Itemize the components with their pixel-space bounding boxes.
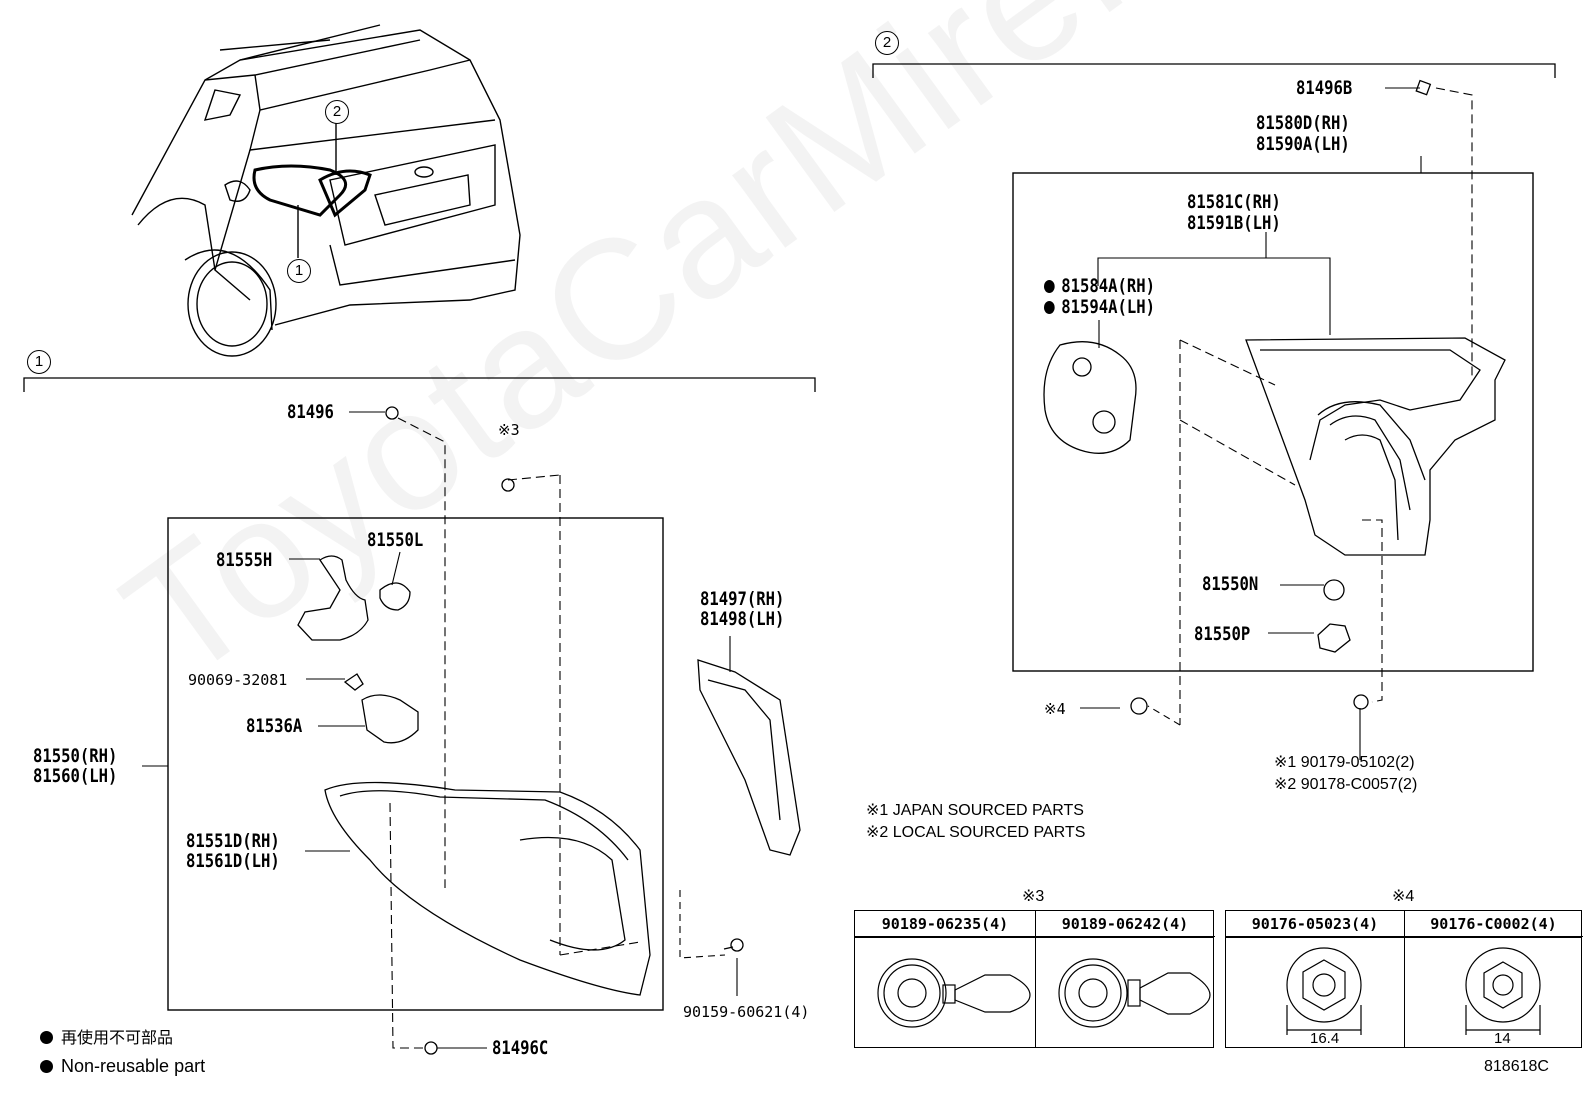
part-81496b: 81496B (1296, 77, 1353, 99)
part-81551d-rh: 81551D(RH) (186, 830, 280, 852)
legend-dot-icon (40, 1031, 53, 1044)
table4-title: ※4 (1392, 888, 1415, 905)
parts-2 (1043, 79, 1506, 715)
callout-2: 2 (875, 31, 899, 55)
legend-japanese-text: 再使用不可部品 (61, 1030, 174, 1047)
non-reusable-dot (1044, 301, 1055, 314)
leader-lines-2 (1080, 87, 1473, 760)
table3-title: ※3 (1022, 888, 1045, 905)
dimension-16-4: 16.4 (1310, 1030, 1340, 1047)
mark-3: ※3 (498, 421, 520, 439)
table3-col2-header: 90189-06242(4) (1035, 911, 1215, 937)
leader-lines-1 (142, 411, 738, 1049)
callout-1-car: 1 (287, 259, 311, 283)
legend-english-text: Non-reusable part (61, 1056, 206, 1076)
part-81584a-rh: 81584A(RH) (1044, 276, 1155, 297)
mark-4: ※4 (1044, 700, 1066, 718)
part-81594a-lh-text: 81594A(LH) (1061, 296, 1156, 318)
fastener-drawings-3 (877, 958, 1211, 1028)
table4-col1-header: 90176-05023(4) (1226, 911, 1404, 937)
part-81550n: 81550N (1202, 573, 1259, 595)
part-90069-32081: 90069-32081 (188, 671, 288, 689)
table-3: 90189-06235(4) 90189-06242(4) (854, 910, 1215, 1048)
table-4: 90176-05023(4) 90176-C0002(4) (1225, 910, 1583, 1048)
part-90159-60621: 90159-60621(4) (683, 1003, 810, 1021)
non-reusable-dot (1044, 280, 1055, 293)
part-81584a-rh-text: 81584A(RH) (1061, 275, 1156, 297)
legend-english: Non-reusable part (40, 1055, 205, 1077)
dimension-14: 14 (1494, 1030, 1511, 1047)
part-81496: 81496 (287, 401, 334, 423)
part-81560-lh: 81560(LH) (33, 765, 118, 787)
table4-col2-header: 90176-C0002(4) (1404, 911, 1583, 937)
callout-2-car: 2 (325, 100, 349, 124)
legend-japanese: 再使用不可部品 (40, 1028, 173, 1050)
table3-divider (1035, 911, 1036, 1047)
group1-bracket (23, 377, 816, 392)
note-japan-sourced: ※1 JAPAN SOURCED PARTS (866, 802, 1084, 819)
part-81580d-rh: 81580D(RH) (1256, 112, 1350, 134)
table3-col1-header: 90189-06235(4) (855, 911, 1035, 937)
part-81590a-lh: 81590A(LH) (1256, 133, 1350, 155)
table4-divider (1404, 911, 1405, 1047)
part-81536a: 81536A (246, 715, 303, 737)
part-81561d-lh: 81561D(LH) (186, 850, 280, 872)
part-90178-c0057: ※2 90178-C0057(2) (1274, 776, 1418, 793)
callout-1: 1 (27, 350, 51, 374)
part-81498-lh: 81498(LH) (700, 608, 785, 630)
fastener-drawings-4 (1286, 947, 1541, 1035)
table3-header-rule (855, 937, 1213, 938)
part-81594a-lh: 81594A(LH) (1044, 297, 1155, 318)
part-90179-05102: ※1 90179-05102(2) (1274, 754, 1415, 771)
part-81591b-lh: 81591B(LH) (1187, 212, 1281, 234)
part-81496c: 81496C (492, 1037, 549, 1059)
rear-lamp-box (1012, 172, 1534, 672)
legend-dot-icon (40, 1060, 53, 1073)
table4-header-rule (1226, 937, 1581, 938)
part-81550-rh: 81550(RH) (33, 745, 118, 767)
parts-1 (297, 406, 801, 1055)
part-81550p: 81550P (1194, 623, 1251, 645)
group2-bracket (872, 63, 1556, 78)
lamp-assy-box (167, 517, 664, 1011)
note-local-sourced: ※2 LOCAL SOURCED PARTS (866, 824, 1086, 841)
figure-id: 818618C (1484, 1058, 1549, 1075)
part-81555h: 81555H (216, 549, 273, 571)
part-81581c-rh: 81581C(RH) (1187, 191, 1281, 213)
car-rear-illustration (131, 24, 521, 357)
part-81497-rh: 81497(RH) (700, 588, 785, 610)
part-81550l: 81550L (367, 529, 424, 551)
